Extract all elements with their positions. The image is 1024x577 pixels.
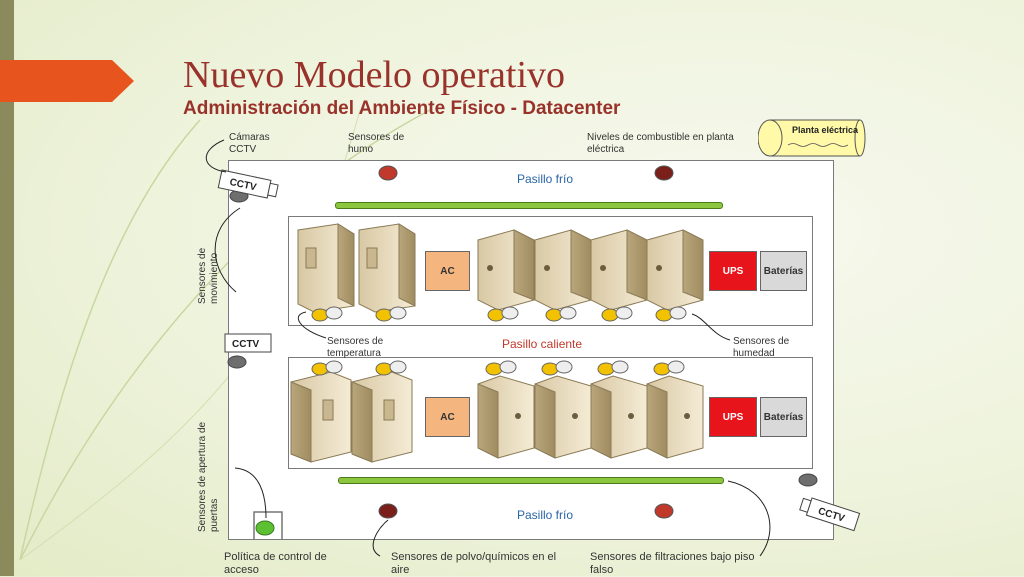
aisle-hot: Pasillo caliente [502,337,583,351]
server-bottom-1 [477,375,535,459]
label-camaras: Cámaras CCTV [229,132,270,155]
slide-title: Nuevo Modelo operativo [183,54,566,96]
cabinet-top-2 [358,223,416,313]
temp-humidity-sensors-top [311,306,687,322]
smoke-sensor [378,165,398,181]
dust-sensor [378,503,398,519]
label-politica: Política de control de acceso [224,551,327,577]
ac-unit-bottom: AC [425,397,470,437]
label-temperatura: Sensores de temperatura [327,336,384,359]
cabinet-bottom-2 [351,371,413,463]
server-bottom-3 [590,375,648,459]
ups-bottom: UPS [709,397,757,437]
ac-unit-top: AC [425,251,470,291]
aisle-cold-top: Pasillo frío [517,172,574,186]
cold-aisle-vent-bottom [338,477,724,484]
baterias-label: Baterías [763,265,804,277]
connector-lines [205,139,771,557]
ups-label: UPS [722,411,744,423]
label-combustible: Niveles de combustible en planta eléctri… [587,132,734,155]
baterias-top: Baterías [760,251,807,291]
server-bottom-4 [646,375,704,459]
motion-sensor-2 [227,355,247,369]
cabinet-bottom-1 [290,371,352,463]
ac-label: AC [440,265,455,277]
server-top-3 [590,229,648,311]
server-top-4 [646,229,704,311]
fuel-sensor [654,165,674,181]
server-bottom-2 [534,375,592,459]
leak-sensor [654,503,674,519]
label-filtraciones: Sensores de filtraciones bajo piso falso [590,551,755,577]
title-arrow-shape [0,60,134,102]
planta-electrica: Planta eléctrica [757,118,866,158]
ups-top: UPS [709,251,757,291]
left-stripe [0,0,14,576]
cctv-camera-3: CCTV [799,497,861,532]
label-movimiento: Sensores de movimiento [197,247,220,304]
planta-label: Planta eléctrica [792,125,859,135]
aisle-cold-bottom: Pasillo frío [517,508,574,522]
ups-label: UPS [722,265,744,277]
label-humo: Sensores de humo [348,132,405,155]
door-frame [253,511,283,540]
cabinet-top-1 [297,223,355,313]
server-top-1 [477,229,535,311]
label-humedad: Sensores de humedad [733,336,790,359]
cctv-label: CCTV [232,339,260,350]
cctv-camera-1: CCTV [217,169,279,199]
cold-aisle-vent-top [335,202,723,209]
label-polvo: Sensores de polvo/químicos en el aire [391,551,557,577]
label-apertura: Sensores de apertura de puertas [197,421,220,532]
ac-label: AC [440,411,455,423]
motion-sensor-3 [798,473,818,487]
cctv-camera-2: CCTV [224,333,272,353]
baterias-label: Baterías [763,411,804,423]
temp-humidity-sensors-bottom [311,360,685,376]
baterias-bottom: Baterías [760,397,807,437]
slide-subtitle: Administración del Ambiente Físico - Dat… [183,98,621,119]
server-top-2 [534,229,592,311]
door-sensor [255,520,275,536]
